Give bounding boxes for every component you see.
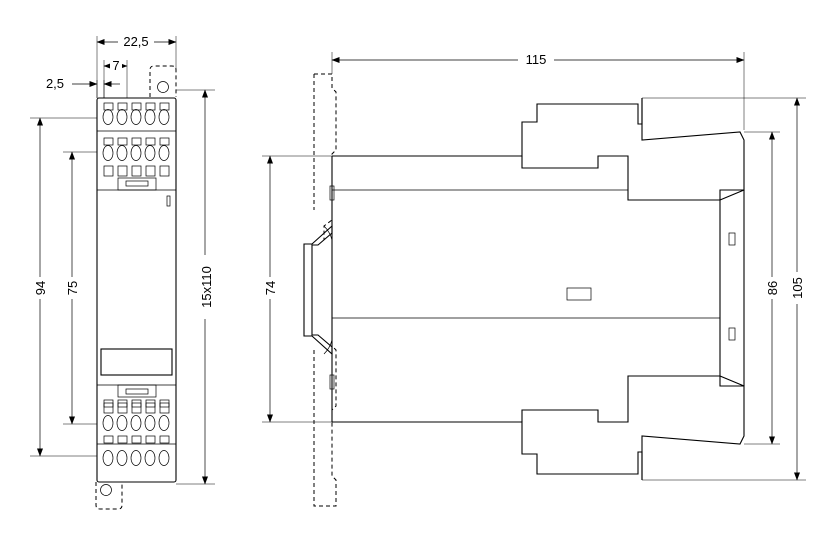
- terminal-opening: [117, 402, 128, 414]
- side-view: 115 74 86 105: [262, 52, 806, 507]
- terminal-opening: [159, 165, 170, 177]
- terminal-square: [131, 435, 142, 444]
- terminal-square: [117, 137, 128, 146]
- upper-plug: [521, 98, 745, 201]
- terminal-screw: [158, 109, 170, 125]
- bottom-mounting-ear: [95, 482, 123, 510]
- terminal-screw: [158, 415, 170, 431]
- pitch-label: 7: [112, 58, 119, 73]
- terminal-screw: [130, 415, 142, 431]
- terminal-square: [145, 435, 156, 444]
- din-rail-outline: [313, 73, 337, 507]
- terminal-square: [131, 137, 142, 146]
- terminal-square: [159, 399, 170, 408]
- total-height-label: 15x110: [199, 266, 214, 308]
- din-rail-profile: [303, 224, 333, 356]
- terminal-screw: [116, 109, 128, 125]
- side-front-face: [719, 189, 745, 387]
- terminal-screw: [158, 450, 170, 466]
- terminal-square: [131, 399, 142, 408]
- offset-label: 2,5: [46, 76, 64, 91]
- terminal-square: [117, 102, 128, 111]
- terminal-screw: [102, 450, 114, 466]
- terminal-opening: [131, 402, 142, 414]
- terminal-screw: [158, 145, 170, 161]
- front-terminal-blocks: [102, 102, 170, 466]
- terminal-screw: [144, 450, 156, 466]
- terminal-screw: [102, 415, 114, 431]
- terminal-square: [103, 399, 114, 408]
- side-housing: [331, 98, 643, 480]
- side-total-height-label: 105: [790, 277, 805, 299]
- terminal-square: [145, 137, 156, 146]
- front-label-window: [100, 348, 173, 376]
- terminal-square: [145, 102, 156, 111]
- width-label: 22,5: [123, 34, 148, 49]
- terminal-square: [159, 102, 170, 111]
- terminal-square: [103, 137, 114, 146]
- terminal-screw: [130, 145, 142, 161]
- terminal-opening: [145, 402, 156, 414]
- terminal-screw: [130, 450, 142, 466]
- body-height-label: 86: [765, 281, 780, 295]
- front-housing: [96, 97, 177, 483]
- terminal-screw: [144, 145, 156, 161]
- terminal-opening: [103, 402, 114, 414]
- terminal-screw: [144, 415, 156, 431]
- terminal-screw: [130, 109, 142, 125]
- terminal-screw: [102, 109, 114, 125]
- inner-height-label: 75: [65, 281, 80, 295]
- terminal-opening: [145, 165, 156, 177]
- terminal-square: [103, 102, 114, 111]
- terminal-square: [159, 435, 170, 444]
- terminal-screw: [102, 145, 114, 161]
- terminal-screw: [116, 145, 128, 161]
- front-view: 22,5 7 2,5 94 75 15x110: [30, 34, 215, 510]
- terminal-square: [145, 399, 156, 408]
- terminal-opening: [131, 165, 142, 177]
- rail-height-label: 74: [263, 281, 278, 295]
- terminal-opening: [159, 402, 170, 414]
- terminal-square: [159, 137, 170, 146]
- terminal-square: [117, 399, 128, 408]
- terminal-screw: [116, 450, 128, 466]
- outer-height-label: 94: [33, 281, 48, 295]
- terminal-screw: [116, 415, 128, 431]
- terminal-opening: [117, 165, 128, 177]
- lower-plug: [521, 375, 745, 480]
- terminal-opening: [103, 165, 114, 177]
- terminal-square: [117, 435, 128, 444]
- terminal-square: [103, 435, 114, 444]
- depth-label: 115: [526, 52, 547, 67]
- terminal-square: [131, 102, 142, 111]
- terminal-screw: [144, 109, 156, 125]
